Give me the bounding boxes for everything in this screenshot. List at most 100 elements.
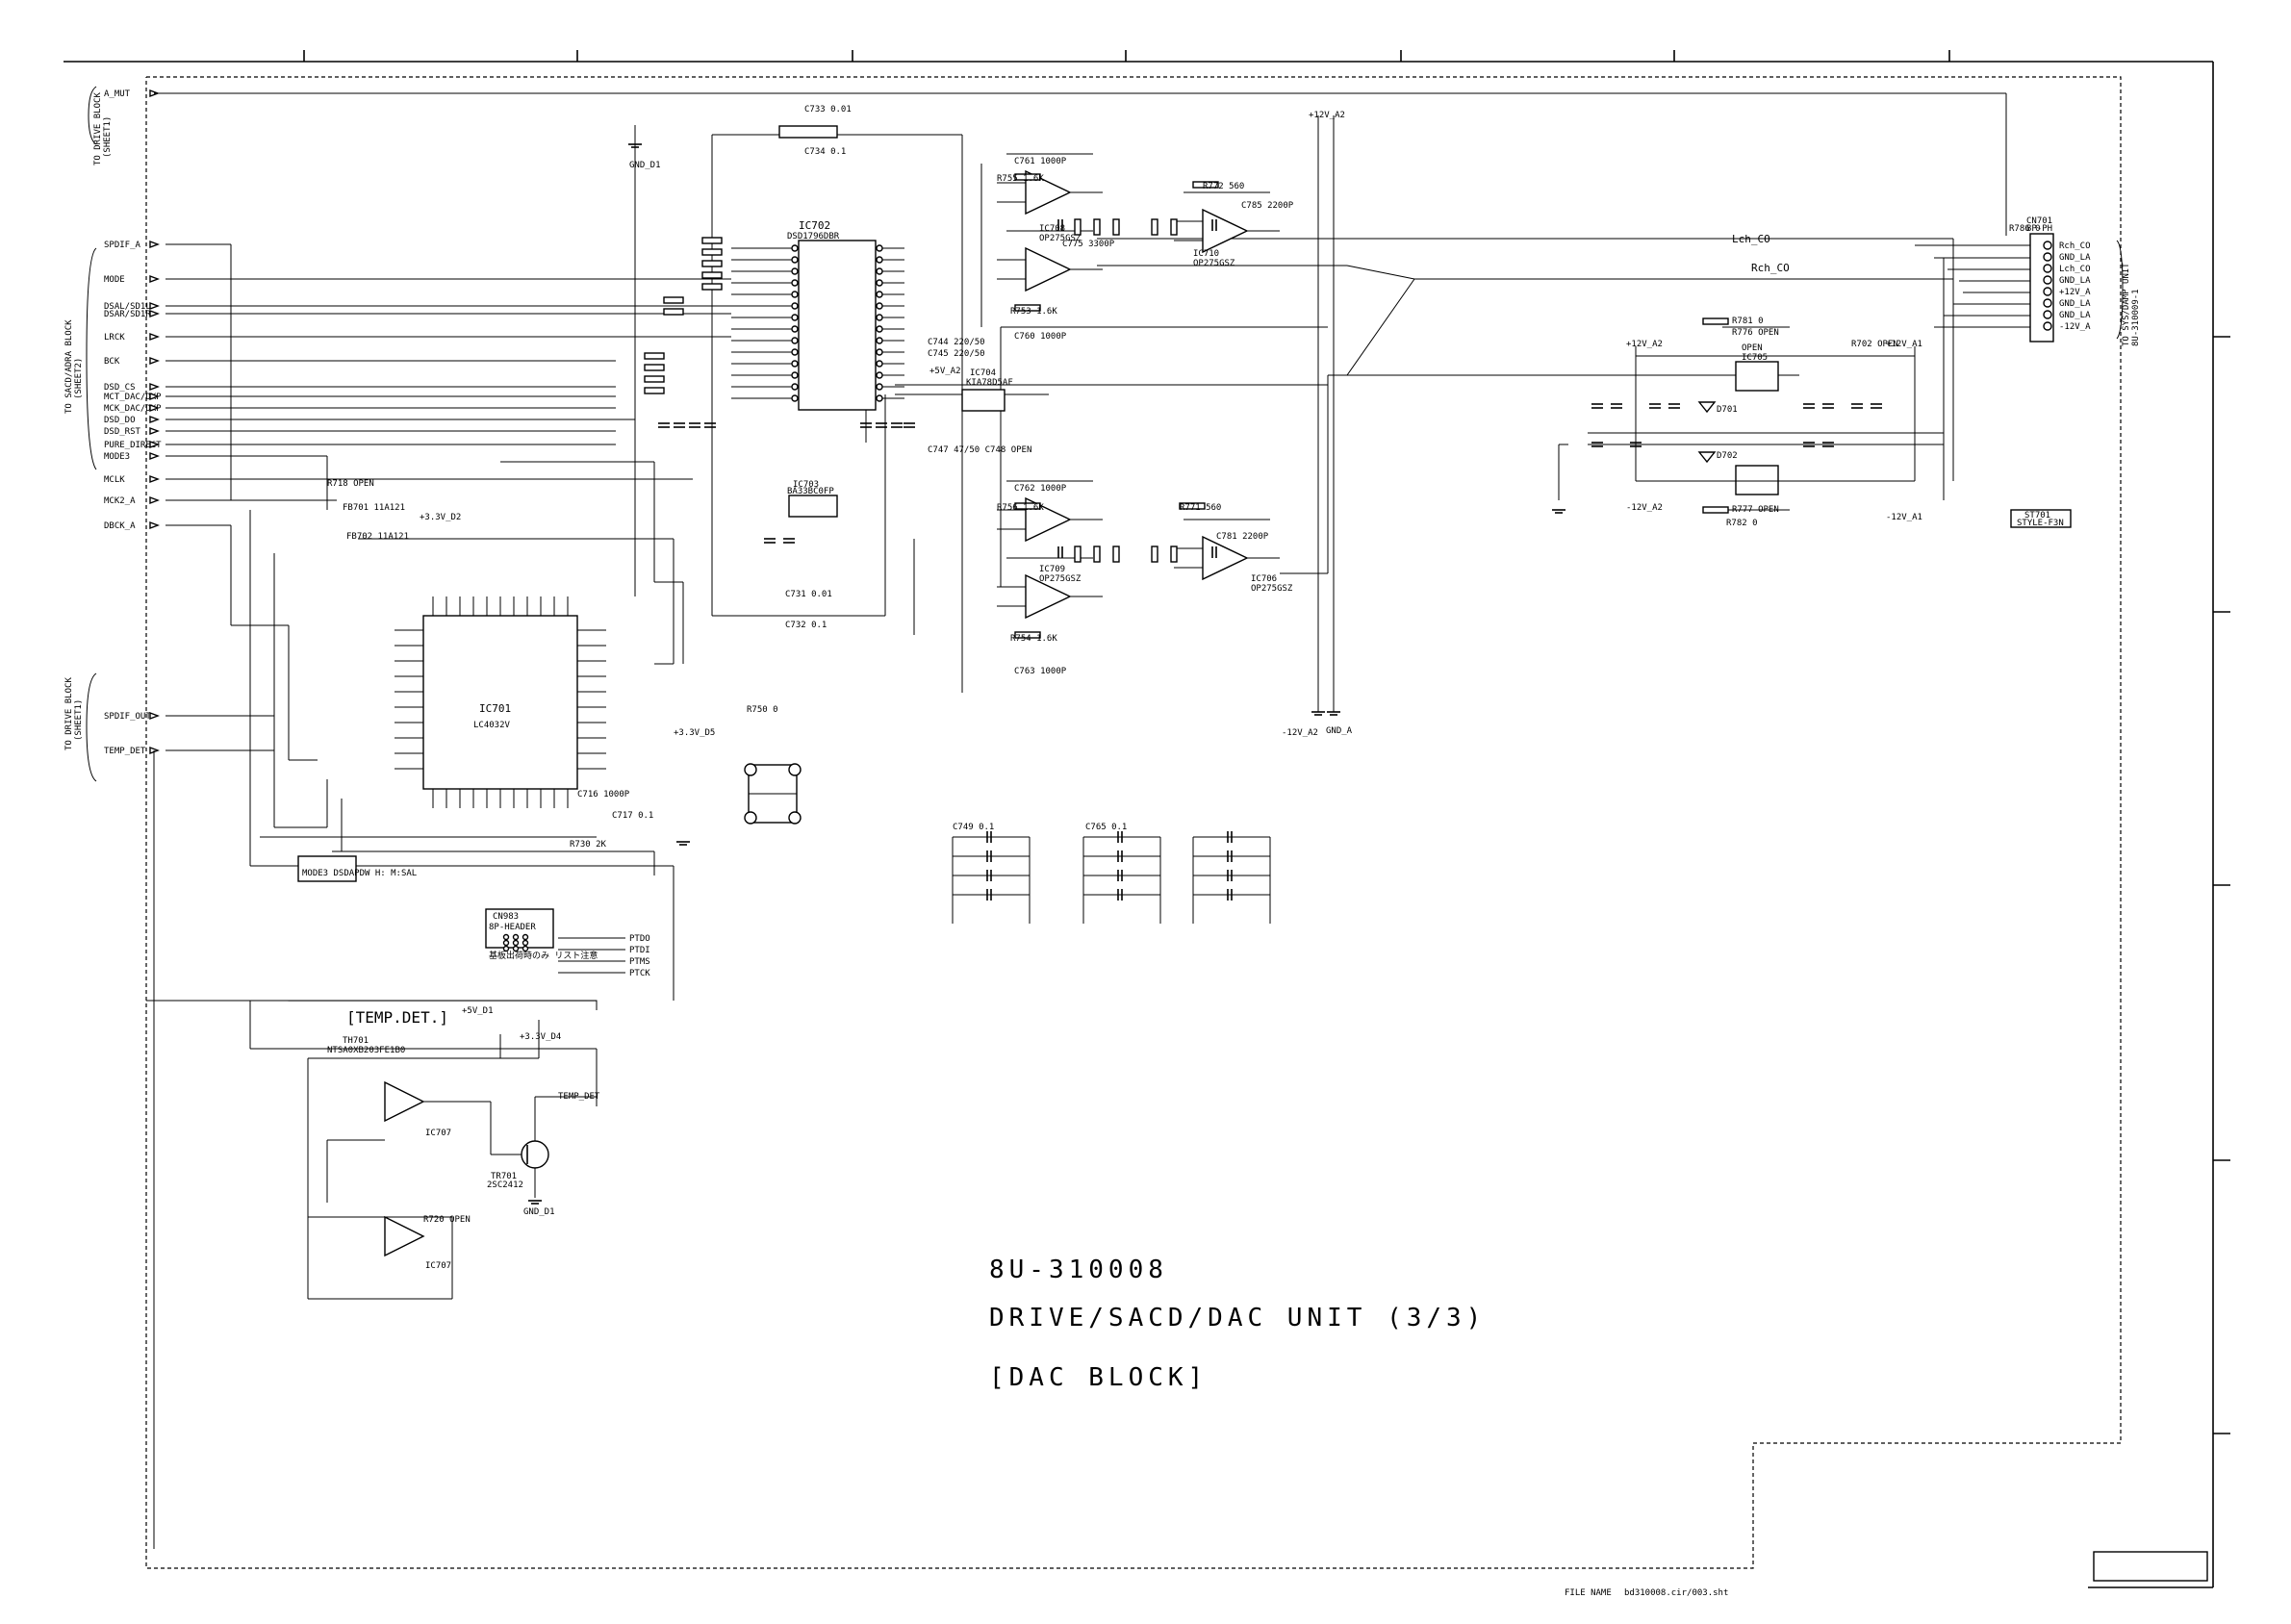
resistor	[1703, 507, 1728, 513]
rail-m12a2: -12V_A2	[1282, 728, 1318, 738]
label-c733: C733 0.01	[804, 105, 852, 114]
resistor	[1094, 546, 1100, 562]
rail-p33d2: +3.3V_D2	[420, 513, 461, 522]
label-c785: C785 2200P	[1241, 201, 1294, 211]
resistor	[1152, 546, 1158, 562]
left-group-2-sub: (SHEET2)	[74, 358, 84, 399]
pin-dot	[877, 280, 882, 286]
left-group-1-sub: (SHEET1)	[103, 116, 113, 158]
header-pin	[504, 941, 509, 946]
th701-part: NTSA0XB203FE1B0	[327, 1046, 405, 1055]
connector-pin	[2044, 241, 2051, 249]
header-pin	[523, 935, 528, 940]
resistor	[702, 284, 722, 290]
label-r754: R754 1.6K	[1010, 634, 1057, 644]
port-arrow	[150, 453, 158, 459]
document-title: DRIVE/SACD/DAC UNIT (3/3)	[989, 1304, 1486, 1332]
header-pin	[523, 941, 528, 946]
mode3-label: MODE3 DSDAPDW H: M:SAL	[302, 869, 417, 878]
clock-oscillator	[745, 764, 801, 824]
left-group-3-label: TO DRIVE BLOCK	[64, 677, 74, 750]
resistor	[1094, 219, 1100, 235]
label-c762: C762 1000P	[1014, 484, 1067, 494]
pin-dot	[792, 245, 798, 251]
cn983-pin-label: PTDO	[629, 934, 650, 944]
rail-p12a2: +12V_A2	[1309, 111, 1345, 120]
resistor	[1075, 546, 1081, 562]
label-c749: C749 0.1	[953, 823, 994, 832]
label-c775: C775 3300P	[1062, 240, 1115, 249]
port-label: A_MUT	[104, 89, 131, 99]
header-pin	[514, 935, 519, 940]
port-label: DSD_RST	[104, 427, 141, 437]
label-r756: R756 1.6K	[997, 503, 1044, 513]
label-r720: R720 OPEN	[423, 1215, 471, 1225]
ic702-ref: IC702	[799, 219, 830, 232]
opamp-symbol	[1203, 210, 1247, 252]
label-c761: C761 1000P	[1014, 157, 1067, 166]
rail-p5a2: +5V_A2	[929, 367, 961, 376]
label-c717: C717 0.1	[612, 811, 653, 821]
resistor	[702, 261, 722, 266]
cn701-pin-label: -12V_A	[2059, 322, 2091, 332]
temp-ic-label: IC707	[425, 1129, 451, 1138]
resistor	[645, 388, 664, 393]
ic701-ref: IC701	[479, 702, 511, 715]
cn701-pin-label: GND_LA	[2059, 253, 2091, 263]
pin-dot	[877, 384, 882, 390]
pin-dot	[792, 292, 798, 297]
ic709-label: IC709	[1039, 565, 1065, 574]
label-r777: R777 OPEN	[1732, 505, 1779, 515]
pin-dot	[877, 303, 882, 309]
label-r750: R750 0	[747, 705, 778, 715]
label-c744: C744 220/50	[928, 338, 985, 347]
rail-gndd1: GND_D1	[629, 161, 661, 170]
label-r781: R781 0	[1732, 317, 1764, 326]
port-label: DBCK_A	[104, 521, 136, 531]
pin-dot	[792, 280, 798, 286]
left-group-3-sub: (SHEET1)	[74, 699, 84, 741]
ic704-part: KIA78D5AF	[966, 378, 1013, 388]
st701-box: ST701 STYLE-F3N	[2011, 510, 2071, 528]
ic701-part: LC4032V	[473, 721, 511, 730]
ic706-part: OP275GSZ	[1251, 584, 1293, 594]
pin-dot	[792, 326, 798, 332]
ic706-label: IC706	[1251, 574, 1277, 584]
cn983-header: CN983 8P-HEADER 基板出荷時のみ リスト注意 PTDOPTDIPT…	[486, 909, 650, 978]
port-arrow	[150, 276, 158, 282]
label-r786: R786 0	[2009, 224, 2041, 234]
connector-pin	[2044, 288, 2051, 295]
pin-dot	[792, 257, 798, 263]
ic704-ref: IC704	[970, 368, 996, 378]
connector-pin	[2044, 311, 2051, 318]
port-arrow	[150, 358, 158, 364]
port-label: SPDIF_A	[104, 241, 141, 250]
power-rail-labels: +12V_A2 -12V_A2 GND_A +5V_A2 GND_D1 +3.3…	[420, 111, 1922, 1217]
port-label: BCK	[104, 357, 120, 367]
port-arrow	[150, 241, 158, 247]
resistor	[1703, 318, 1728, 324]
rail-p5d1: +5V_D1	[462, 1006, 494, 1016]
cn701-pin-label: GND_LA	[2059, 276, 2091, 286]
port-arrow	[150, 334, 158, 340]
pin-dot	[877, 372, 882, 378]
pin-dot	[877, 338, 882, 343]
pin-dot	[877, 268, 882, 274]
label-c745: C745 220/50	[928, 349, 985, 359]
port-label: MODE	[104, 275, 125, 285]
pin-dot	[877, 395, 882, 401]
label-r782: R782 0	[1726, 519, 1758, 528]
port-label: MCLK	[104, 475, 125, 485]
connector-pin	[2044, 322, 2051, 330]
pin-dot	[792, 268, 798, 274]
resistor	[1075, 219, 1081, 235]
connector-pin	[2044, 253, 2051, 261]
port-arrow	[150, 428, 158, 434]
port-label: SPDIF_OUT	[104, 712, 151, 722]
passive-components	[528, 126, 1882, 1204]
temp-block-title: [TEMP.DET.]	[346, 1008, 448, 1027]
transistor-symbol	[522, 1141, 548, 1168]
resistor	[702, 272, 722, 278]
rail-p12a1: +12V_A1	[1886, 340, 1922, 349]
